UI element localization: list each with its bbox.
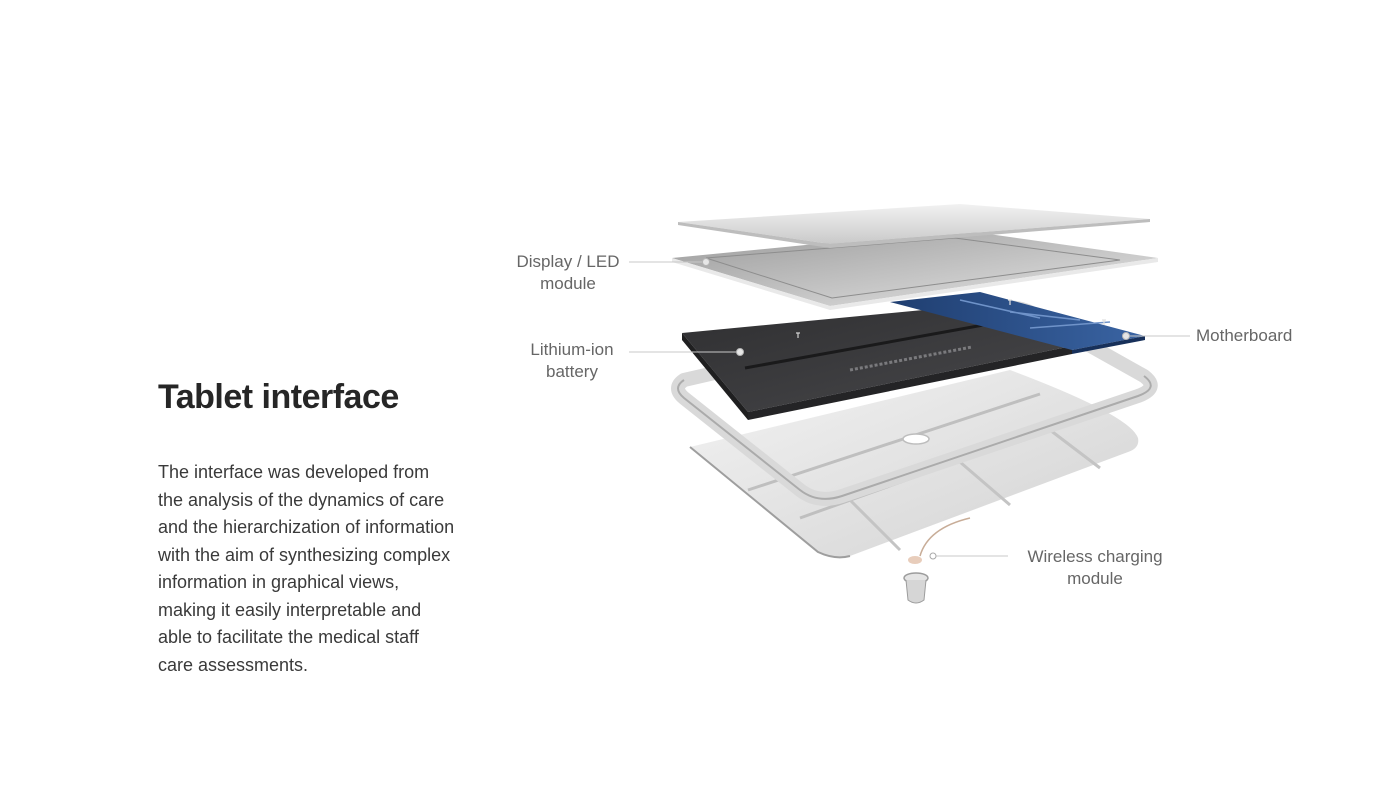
- battery-component: [682, 306, 1072, 420]
- battery-label-line-2: battery: [546, 362, 598, 381]
- description-paragraph: The interface was developed from the ana…: [158, 462, 455, 675]
- leader-line-motherboard: [1122, 332, 1190, 340]
- wireless-label-line-1: Wireless charging: [1027, 547, 1163, 566]
- wireless-charging-module-label: Wireless charging module: [1015, 546, 1175, 590]
- display-module: [672, 230, 1158, 310]
- leader-line-wireless: [929, 552, 1008, 560]
- motherboard-label: Motherboard: [1196, 326, 1293, 345]
- leader-line-battery: [629, 348, 744, 356]
- back-cover: [689, 370, 1139, 559]
- display-led-module-label: Display / LED module: [508, 251, 628, 295]
- cover-glass: [678, 204, 1150, 248]
- lithium-ion-battery-label: Lithium-ion battery: [512, 339, 632, 383]
- leader-line-display: [629, 258, 710, 266]
- wireless-label-line-2: module: [1067, 569, 1123, 588]
- display-label-line-1: Display / LED: [516, 252, 620, 271]
- display-label-line-2: module: [540, 274, 596, 293]
- battery-label-line-1: Lithium-ion: [530, 340, 614, 359]
- page-title: Tablet interface: [158, 378, 399, 416]
- motherboard-component: [890, 292, 1145, 354]
- wireless-charging-parts: [903, 517, 971, 604]
